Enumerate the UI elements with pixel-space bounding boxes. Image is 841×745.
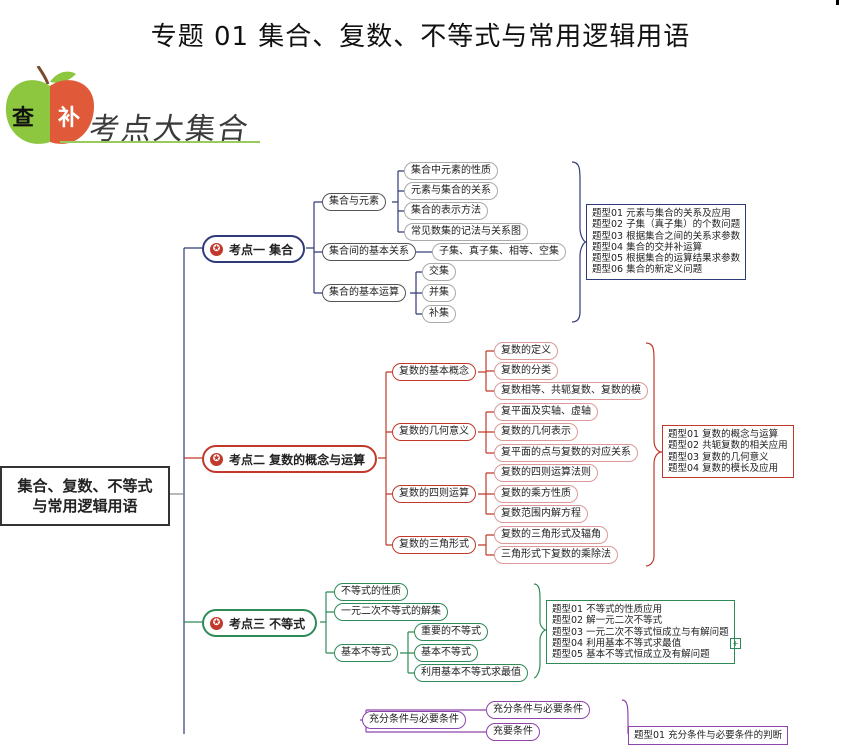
t1-question-box: 题型01 元素与集合的关系及应用 题型02 子集（真子集）的个数问题 题型03 … bbox=[586, 204, 747, 280]
corner-mark bbox=[836, 0, 839, 5]
t2-b3-leaf-2: 复数的乘方性质 bbox=[494, 485, 578, 503]
expand-toggle[interactable]: + bbox=[730, 638, 741, 649]
t3-b3-leaf-3: 利用基本不等式求最值 bbox=[414, 664, 528, 682]
t4-question-box: 题型01 充分条件与必要条件的判断 bbox=[628, 726, 789, 745]
t4-branch-1: 充分条件与必要条件 bbox=[362, 711, 466, 729]
banner-word-left: 查 bbox=[12, 106, 35, 131]
t1-b3-leaf-1: 交集 bbox=[422, 263, 456, 281]
t2-b3-leaf-1: 复数的四则运算法则 bbox=[494, 464, 598, 482]
t3-question-3: 题型03 一元二次不等式恒成立与有解问题 bbox=[552, 626, 729, 638]
t1-b3-leaf-2: 并集 bbox=[422, 284, 456, 302]
t2-b2-leaf-3: 复平面的点与复数的对应关系 bbox=[494, 444, 638, 462]
t2-b1-leaf-2: 复数的分类 bbox=[494, 362, 558, 380]
t2-b2-leaf-2: 复数的几何表示 bbox=[494, 423, 578, 441]
t3-question-5: 题型05 基本不等式恒成立及有解问题 bbox=[552, 649, 710, 661]
t2-b4-leaf-1: 复数的三角形式及辐角 bbox=[494, 526, 608, 544]
t3-branch-3: 基本不等式 bbox=[334, 644, 398, 662]
star-icon: ✪ bbox=[210, 616, 223, 630]
t3-question-4: 题型04 利用基本不等式求最值 bbox=[552, 637, 682, 649]
t1-b1-leaf-3: 集合的表示方法 bbox=[404, 202, 488, 220]
t3-b3-leaf-1: 重要的不等式 bbox=[414, 623, 488, 641]
topic-3-node: ✪ 考点三 不等式 bbox=[202, 609, 318, 637]
t4-question-1: 题型01 充分条件与必要条件的判断 bbox=[634, 730, 783, 741]
t2-question-4: 题型04 复数的模长及应用 bbox=[668, 462, 779, 474]
topic-1-node: ✪ 考点一 集合 bbox=[202, 235, 306, 263]
t2-question-1: 题型01 复数的概念与运算 bbox=[668, 429, 779, 440]
t4-b1-leaf-2: 充要条件 bbox=[486, 723, 540, 741]
star-icon: ✪ bbox=[210, 242, 223, 256]
apple-logo: 查 补 bbox=[4, 65, 96, 150]
t2-branch-1: 复数的基本概念 bbox=[392, 363, 476, 381]
t4-b1-leaf-1: 充分条件与必要条件 bbox=[486, 701, 590, 719]
t1-b3-leaf-3: 补集 bbox=[422, 305, 456, 323]
root-line-1: 集合、复数、不等式 bbox=[17, 477, 153, 495]
t1-branch-1: 集合与元素 bbox=[322, 193, 386, 211]
topic-2-node: ✪ 考点二 复数的概念与运算 bbox=[202, 445, 378, 473]
topic-2-label: 考点二 复数的概念与运算 bbox=[229, 452, 366, 467]
t1-branch-2: 集合间的基本关系 bbox=[322, 243, 416, 261]
root-node: 集合、复数、不等式 与常用逻辑用语 bbox=[0, 466, 170, 526]
t1-question-2: 题型02 子集（真子集）的个数问题 bbox=[592, 219, 741, 231]
t1-question-4: 题型04 集合的交并补运算 bbox=[592, 241, 703, 253]
t3-question-2: 题型02 解一元二次不等式 bbox=[552, 615, 663, 627]
t3-b3-leaf-2: 基本不等式 bbox=[414, 644, 478, 662]
banner-word-right: 补 bbox=[58, 106, 81, 131]
t1-question-5: 题型05 根据集合的运算结果求参数 bbox=[592, 253, 741, 265]
apple-icon bbox=[5, 65, 94, 144]
t3-question-1: 题型01 不等式的性质应用 bbox=[552, 604, 663, 615]
t2-question-box: 题型01 复数的概念与运算 题型02 共轭复数的相关应用 题型03 复数的几何意… bbox=[662, 425, 794, 479]
root-line-2: 与常用逻辑用语 bbox=[32, 497, 138, 515]
t1-b2-leaf-1: 子集、真子集、相等、空集 bbox=[432, 243, 566, 261]
t1-b1-leaf-1: 集合中元素的性质 bbox=[404, 162, 498, 180]
t3-question-box: 题型01 不等式的性质应用 题型02 解一元二次不等式 题型03 一元二次不等式… bbox=[546, 600, 735, 665]
t2-b2-leaf-1: 复平面及实轴、虚轴 bbox=[494, 403, 598, 421]
topic-3-label: 考点三 不等式 bbox=[229, 616, 306, 631]
t2-question-3: 题型03 复数的几何意义 bbox=[668, 451, 769, 463]
t2-b3-leaf-3: 复数范围内解方程 bbox=[494, 505, 588, 523]
t1-b1-leaf-4: 常见数集的记法与关系图 bbox=[404, 223, 528, 241]
t3-branch-1: 不等式的性质 bbox=[334, 583, 408, 601]
t1-question-3: 题型03 根据集合之间的关系求参数 bbox=[592, 230, 741, 242]
t1-question-1: 题型01 元素与集合的关系及应用 bbox=[592, 208, 731, 219]
t2-question-2: 题型02 共轭复数的相关应用 bbox=[668, 440, 788, 452]
topic-1-label: 考点一 集合 bbox=[229, 242, 294, 257]
page-title: 专题 01 集合、复数、不等式与常用逻辑用语 bbox=[150, 22, 691, 52]
t1-b1-leaf-2: 元素与集合的关系 bbox=[404, 182, 498, 200]
t2-b1-leaf-3: 复数相等、共轭复数、复数的模 bbox=[494, 382, 648, 400]
t2-branch-4: 复数的三角形式 bbox=[392, 536, 476, 554]
star-icon: ✪ bbox=[210, 452, 223, 466]
t1-branch-3: 集合的基本运算 bbox=[322, 284, 406, 302]
t2-b1-leaf-1: 复数的定义 bbox=[494, 342, 558, 360]
t2-branch-2: 复数的几何意义 bbox=[392, 423, 476, 441]
t2-branch-3: 复数的四则运算 bbox=[392, 485, 476, 503]
banner-underline bbox=[60, 141, 260, 143]
t2-b4-leaf-2: 三角形式下复数的乘除法 bbox=[494, 546, 618, 564]
t3-branch-2: 一元二次不等式的解集 bbox=[334, 603, 448, 621]
t1-question-6: 题型06 集合的新定义问题 bbox=[592, 264, 703, 276]
